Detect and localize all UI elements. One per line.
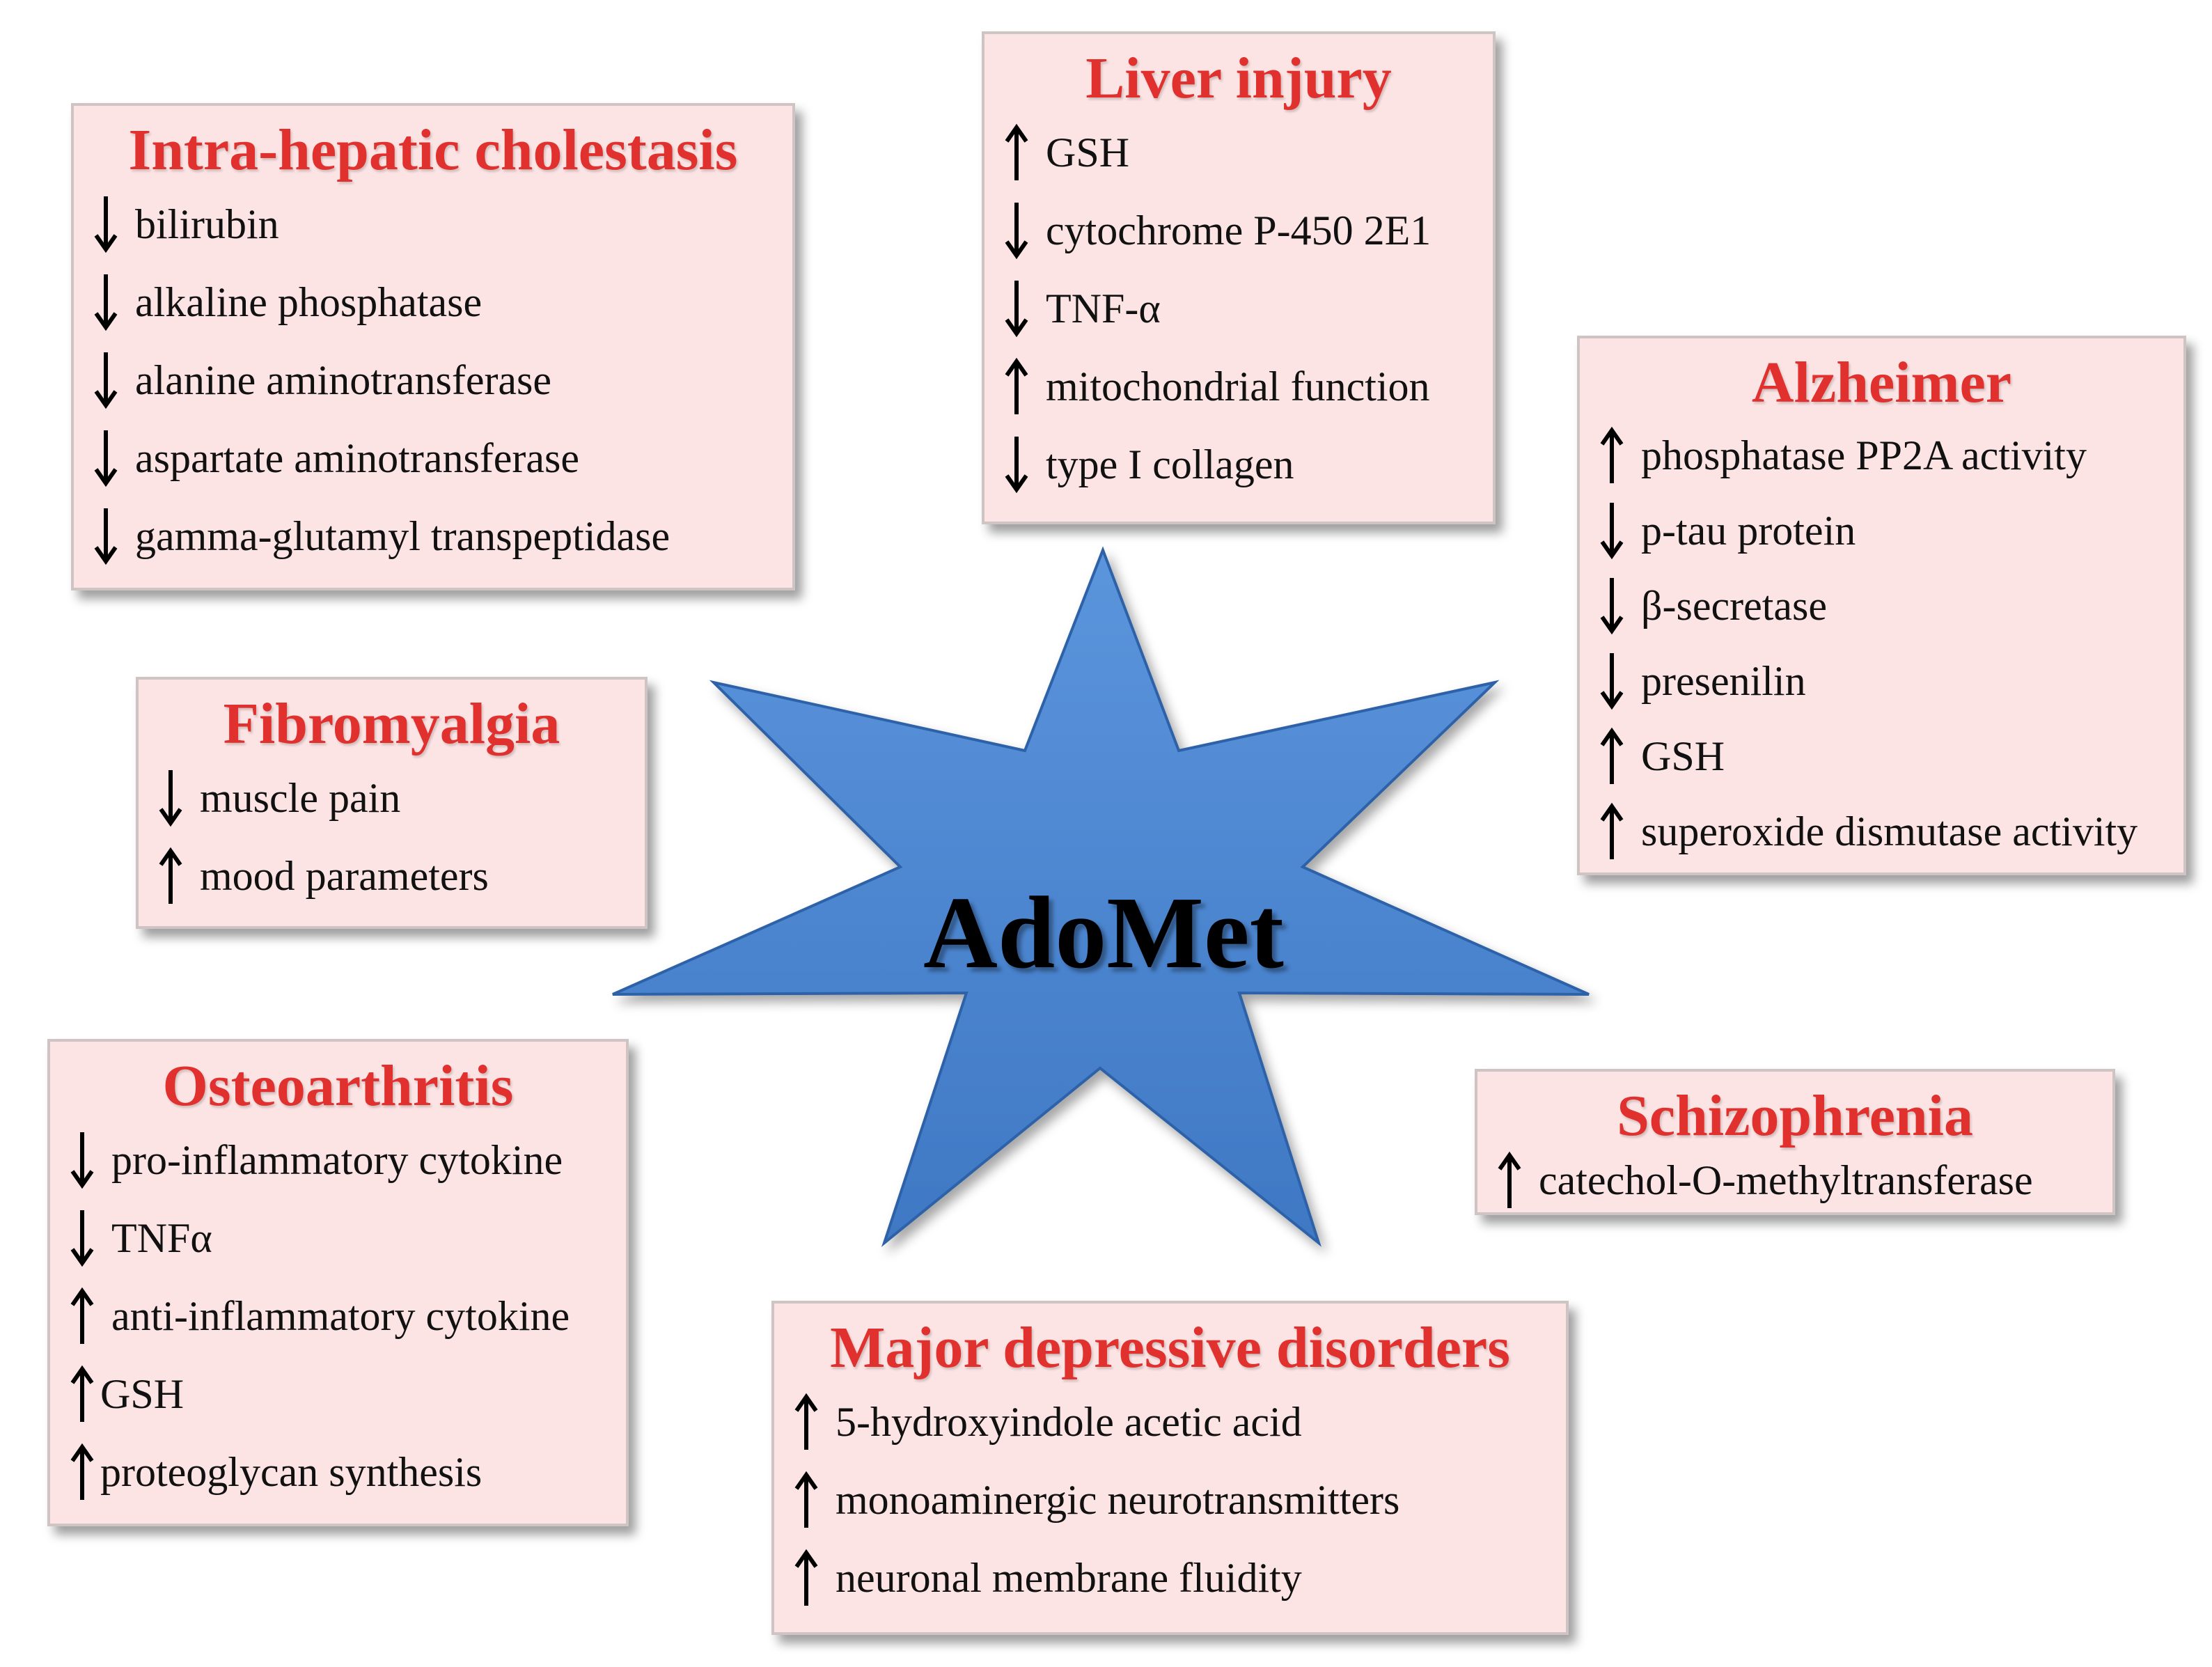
list-item: mood parameters bbox=[155, 837, 628, 915]
list-item: anti-inflammatory cytokine bbox=[67, 1277, 609, 1355]
list-item: proteoglycan synthesis bbox=[67, 1433, 609, 1511]
item-text: β-secretase bbox=[1641, 582, 1828, 629]
list-item: presenilin bbox=[1597, 643, 2167, 719]
box-title: Liver injury bbox=[1085, 46, 1392, 111]
item-text: aspartate aminotransferase bbox=[135, 435, 579, 481]
list-item: GSH bbox=[1001, 114, 1476, 191]
down-arrow-icon bbox=[1597, 652, 1627, 710]
item-text: neuronal membrane fluidity bbox=[836, 1554, 1302, 1601]
down-arrow-icon bbox=[1597, 577, 1627, 635]
down-arrow-icon bbox=[91, 351, 121, 409]
box-intra-hepatic-cholestasis: Intra-hepatic cholestasis bilirubin alka… bbox=[71, 103, 795, 590]
center-label: AdoMet bbox=[923, 876, 1284, 990]
up-arrow-icon bbox=[1494, 1151, 1525, 1210]
down-arrow-icon bbox=[67, 1209, 97, 1267]
down-arrow-icon bbox=[91, 273, 121, 331]
list-item: neuronal membrane fluidity bbox=[791, 1539, 1549, 1617]
box-osteoarthritis: Osteoarthritis pro-inflammatory cytokine… bbox=[47, 1039, 629, 1526]
list-item: mitochondrial function bbox=[1001, 347, 1476, 425]
up-arrow-icon bbox=[1597, 802, 1627, 861]
up-arrow-icon bbox=[1597, 727, 1627, 785]
up-arrow-icon bbox=[791, 1393, 822, 1451]
box-title: Schizophrenia bbox=[1617, 1083, 1973, 1148]
list-item: 5-hydroxyindole acetic acid bbox=[791, 1383, 1549, 1461]
down-arrow-icon bbox=[91, 195, 121, 253]
up-arrow-icon bbox=[1001, 357, 1032, 416]
box-title: Alzheimer bbox=[1751, 350, 2012, 415]
up-arrow-icon bbox=[1001, 123, 1032, 182]
up-arrow-icon bbox=[67, 1365, 97, 1423]
item-text: mood parameters bbox=[200, 852, 489, 899]
up-arrow-icon bbox=[155, 847, 186, 905]
list-item: type I collagen bbox=[1001, 425, 1476, 503]
list-item: alanine aminotransferase bbox=[91, 341, 776, 419]
item-text: type I collagen bbox=[1046, 441, 1294, 487]
down-arrow-icon bbox=[67, 1131, 97, 1189]
down-arrow-icon bbox=[91, 507, 121, 565]
list-item: pro-inflammatory cytokine bbox=[67, 1121, 609, 1199]
down-arrow-icon bbox=[1001, 201, 1032, 260]
item-text: TNFα bbox=[111, 1214, 212, 1261]
up-arrow-icon bbox=[791, 1549, 822, 1607]
item-text: GSH bbox=[100, 1370, 185, 1417]
list-item: superoxide dismutase activity bbox=[1597, 794, 2167, 869]
down-arrow-icon bbox=[1597, 501, 1627, 560]
item-text: alkaline phosphatase bbox=[135, 279, 483, 325]
up-arrow-icon bbox=[1597, 426, 1627, 485]
box-major-depressive-disorders: Major depressive disorders 5-hydroxyindo… bbox=[771, 1301, 1569, 1635]
down-arrow-icon bbox=[155, 769, 186, 827]
item-text: bilirubin bbox=[135, 201, 279, 247]
item-text: anti-inflammatory cytokine bbox=[111, 1292, 570, 1339]
list-item: TNF-α bbox=[1001, 269, 1476, 347]
list-item: cytochrome P-450 2E1 bbox=[1001, 191, 1476, 269]
up-arrow-icon bbox=[67, 1287, 97, 1345]
item-text: superoxide dismutase activity bbox=[1641, 808, 2138, 854]
box-title: Major depressive disorders bbox=[830, 1315, 1510, 1380]
item-text: presenilin bbox=[1641, 657, 1806, 704]
item-text: phosphatase PP2A activity bbox=[1641, 432, 2087, 478]
item-text: gamma-glutamyl transpeptidase bbox=[135, 512, 670, 559]
item-text: muscle pain bbox=[200, 774, 401, 821]
list-item: β-secretase bbox=[1597, 568, 2167, 643]
box-title: Intra-hepatic cholestasis bbox=[128, 118, 738, 182]
item-text: GSH bbox=[1046, 129, 1130, 175]
list-item: p-tau protein bbox=[1597, 493, 2167, 568]
box-alzheimer: Alzheimer phosphatase PP2A activity p-ta… bbox=[1577, 336, 2186, 875]
box-schizophrenia: Schizophrenia catechol-O-methyltransfera… bbox=[1475, 1069, 2115, 1215]
up-arrow-icon bbox=[67, 1443, 97, 1501]
item-text: mitochondrial function bbox=[1046, 363, 1430, 409]
down-arrow-icon bbox=[1001, 279, 1032, 338]
item-text: monoaminergic neurotransmitters bbox=[836, 1476, 1400, 1523]
box-title: Osteoarthritis bbox=[162, 1054, 514, 1118]
item-text: catechol-O-methyltransferase bbox=[1539, 1157, 2033, 1203]
box-fibromyalgia: Fibromyalgia muscle pain mood parameters bbox=[136, 677, 648, 929]
list-item: catechol-O-methyltransferase bbox=[1494, 1151, 2096, 1210]
list-item: alkaline phosphatase bbox=[91, 263, 776, 341]
list-item: gamma-glutamyl transpeptidase bbox=[91, 497, 776, 575]
item-text: 5-hydroxyindole acetic acid bbox=[836, 1398, 1302, 1445]
list-item: GSH bbox=[67, 1355, 609, 1433]
item-text: alanine aminotransferase bbox=[135, 357, 552, 403]
item-text: proteoglycan synthesis bbox=[100, 1448, 483, 1495]
item-text: cytochrome P-450 2E1 bbox=[1046, 207, 1431, 253]
item-text: pro-inflammatory cytokine bbox=[111, 1136, 563, 1183]
down-arrow-icon bbox=[1001, 435, 1032, 494]
item-text: TNF-α bbox=[1046, 285, 1161, 331]
list-item: muscle pain bbox=[155, 759, 628, 837]
list-item: aspartate aminotransferase bbox=[91, 419, 776, 497]
down-arrow-icon bbox=[91, 429, 121, 487]
box-liver-injury: Liver injury GSH cytochrome P-450 2E1 TN… bbox=[982, 31, 1496, 524]
list-item: monoaminergic neurotransmitters bbox=[791, 1461, 1549, 1539]
list-item: bilirubin bbox=[91, 185, 776, 263]
list-item: phosphatase PP2A activity bbox=[1597, 418, 2167, 493]
star-polygon bbox=[612, 546, 1590, 1247]
box-title: Fibromyalgia bbox=[223, 691, 560, 756]
item-text: p-tau protein bbox=[1641, 507, 1856, 554]
list-item: TNFα bbox=[67, 1199, 609, 1277]
item-text: GSH bbox=[1641, 733, 1725, 779]
list-item: GSH bbox=[1597, 719, 2167, 794]
up-arrow-icon bbox=[791, 1471, 822, 1529]
